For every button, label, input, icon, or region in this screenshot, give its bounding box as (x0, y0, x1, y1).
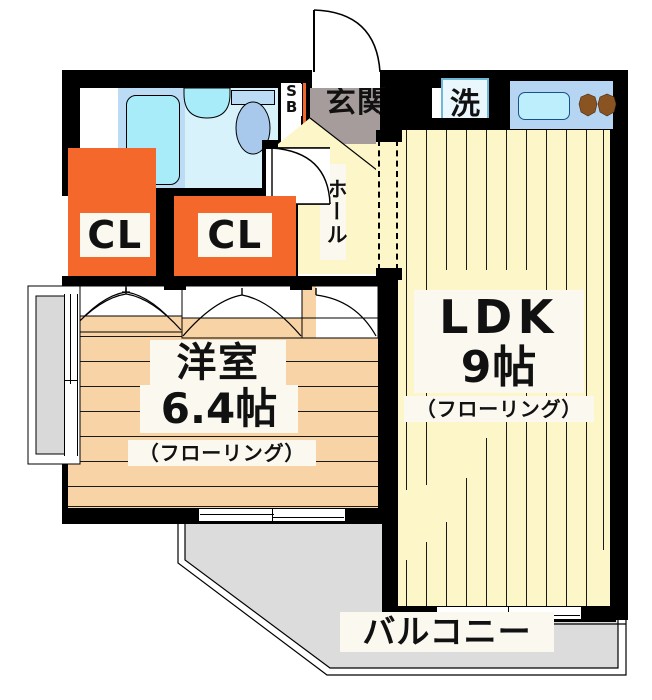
ldk-flooring: （フローリング） (404, 396, 594, 422)
balcony-label: バルコニー (340, 612, 554, 652)
bedroom-window-mullion (272, 509, 273, 521)
hall-label: ホール (320, 164, 348, 260)
bedroom-window-line2 (272, 517, 344, 518)
wall-right (610, 70, 628, 620)
stove-burners (578, 93, 617, 117)
washer-label: 洗 (450, 87, 480, 122)
bedroom-flooring: （フローリング） (128, 440, 316, 466)
shoebox-label: S B (282, 82, 302, 116)
hall-ldk-sliding-door[interactable] (378, 140, 398, 270)
wall-hall-ldk-top (376, 130, 402, 142)
wall-ldk-left-lower (382, 508, 398, 622)
wall-nub-2 (290, 276, 312, 290)
wall-nub-1 (164, 276, 186, 290)
closet-door-2-arcs[interactable] (181, 285, 303, 339)
washbasin (183, 87, 231, 119)
bay-window-sash[interactable] (64, 294, 78, 456)
wall-under-closets (62, 276, 392, 286)
bath-door-white-fill (272, 148, 330, 204)
wall-washer-right (489, 70, 509, 132)
closet-door-2-fill (182, 318, 302, 338)
closet-door-3-arcs[interactable] (301, 285, 379, 339)
bay-window-mullion (70, 294, 71, 384)
closet-door-1-arcs[interactable] (69, 285, 183, 333)
closet-left-label: CL (80, 213, 150, 257)
bedroom-size: 6.4帖 (140, 385, 298, 433)
closet-right-label: CL (198, 213, 272, 257)
bedroom-label: 洋室 (150, 340, 286, 386)
bedroom-window-line1 (200, 514, 274, 515)
ldk-size: 9帖 (414, 343, 584, 393)
entrance-door-opening (312, 70, 380, 88)
ldk-label: LDK (414, 290, 584, 344)
closet-door-3-fill (302, 286, 316, 338)
shoebox-label-line2: B (285, 97, 299, 116)
ldk-floor-lines (398, 130, 610, 620)
shoebox-label-line1: S (286, 82, 298, 100)
wall-bedroom-right (378, 276, 398, 516)
bay-window-tick (64, 380, 78, 381)
wall-hall-ldk-bottom (376, 268, 402, 280)
entrance-door-icon[interactable] (310, 8, 390, 74)
ldk-floor-kitchen-strip (392, 134, 610, 164)
closet-door-1-fill (70, 316, 182, 332)
entrance-label: 玄関 (325, 85, 389, 120)
wall-closet-divider (156, 196, 174, 278)
wall-top-left (62, 70, 392, 88)
toilet-bowl (235, 101, 271, 155)
kitchen-sink (518, 92, 570, 120)
